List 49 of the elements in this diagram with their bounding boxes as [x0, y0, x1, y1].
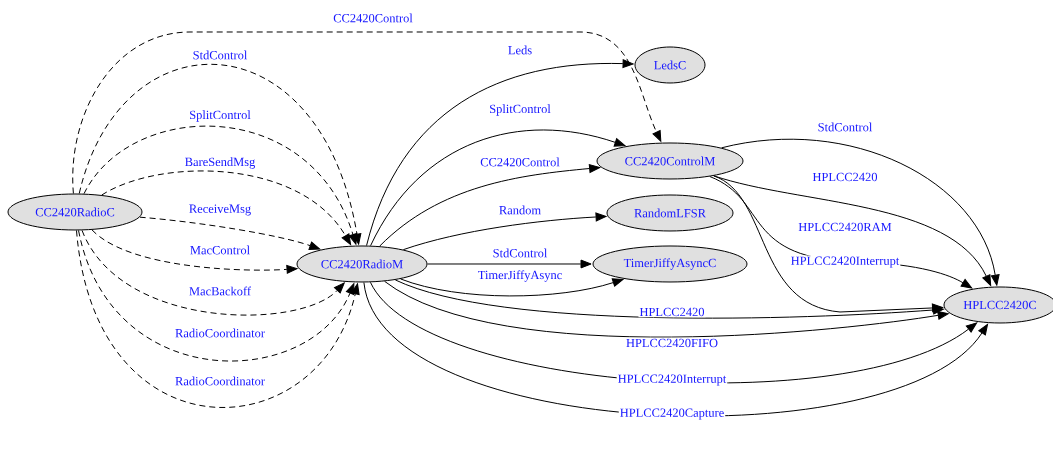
arrow: [384, 280, 949, 338]
arrow: [400, 278, 624, 297]
edge-label: HPLCC2420: [638, 306, 706, 318]
arrow: [72, 31, 662, 194]
edge-label: RadioCoordinator: [174, 327, 266, 339]
edge-label: TimerJiffyAsync: [476, 269, 564, 283]
arrow: [402, 212, 607, 251]
arrow: [366, 59, 634, 247]
arrow: [139, 216, 321, 250]
arrow: [91, 229, 298, 274]
edge-label: MacControl: [188, 244, 252, 256]
arrow: [76, 230, 360, 408]
ellipse-node: CC2420RadioM: [296, 245, 428, 283]
edge-label: BareSendMsg: [183, 156, 257, 170]
edge-label: HPLCC2420: [811, 171, 879, 183]
arrow: [713, 175, 944, 313]
ellipse-node: CC2420RadioC: [7, 193, 143, 231]
ellipse-node: CC2420ControlM: [596, 142, 744, 180]
edge-label: HPLCC2420FIFO: [625, 337, 719, 349]
arrow: [379, 164, 601, 247]
edge-label: HPLCC2420Interrupt: [789, 255, 901, 269]
edge-label: Random: [497, 204, 543, 216]
edge-label: ReceiveMsg: [187, 203, 253, 217]
edge-label: SplitControl: [488, 103, 552, 117]
edge-label: SplitControl: [188, 109, 252, 123]
edge-label: CC2420Control: [332, 12, 414, 24]
arrow: [370, 129, 626, 247]
edge-label: RadioCoordinator: [174, 375, 266, 387]
arrow: [101, 170, 352, 245]
arrow: [81, 229, 345, 316]
arrow: [78, 64, 362, 245]
ellipse-node: LedsC: [634, 46, 706, 84]
edge-label: HPLCC2420Interrupt: [616, 373, 728, 387]
arrow: [394, 279, 944, 319]
edge-label: StdControl: [191, 49, 249, 61]
edge-label: StdControl: [816, 121, 874, 133]
arrow: [721, 138, 1000, 286]
arrow: [78, 229, 355, 362]
edge-label: MacBackoff: [188, 285, 252, 297]
ellipse-node: TimerJiffyAsyncC: [592, 245, 748, 283]
edge-label: Leds: [506, 44, 534, 56]
edge-label: HPLCC2420RAM: [797, 221, 893, 233]
arrow: [427, 259, 592, 269]
edge-label: CC2420Control: [479, 156, 561, 168]
arrow: [83, 126, 358, 245]
ellipse-node: HPLCC2420C: [943, 286, 1053, 324]
ellipse-node: RandomLFSR: [606, 194, 734, 232]
edge-label: HPLCC2420Capture: [618, 407, 726, 421]
edge-label: StdControl: [491, 247, 549, 259]
